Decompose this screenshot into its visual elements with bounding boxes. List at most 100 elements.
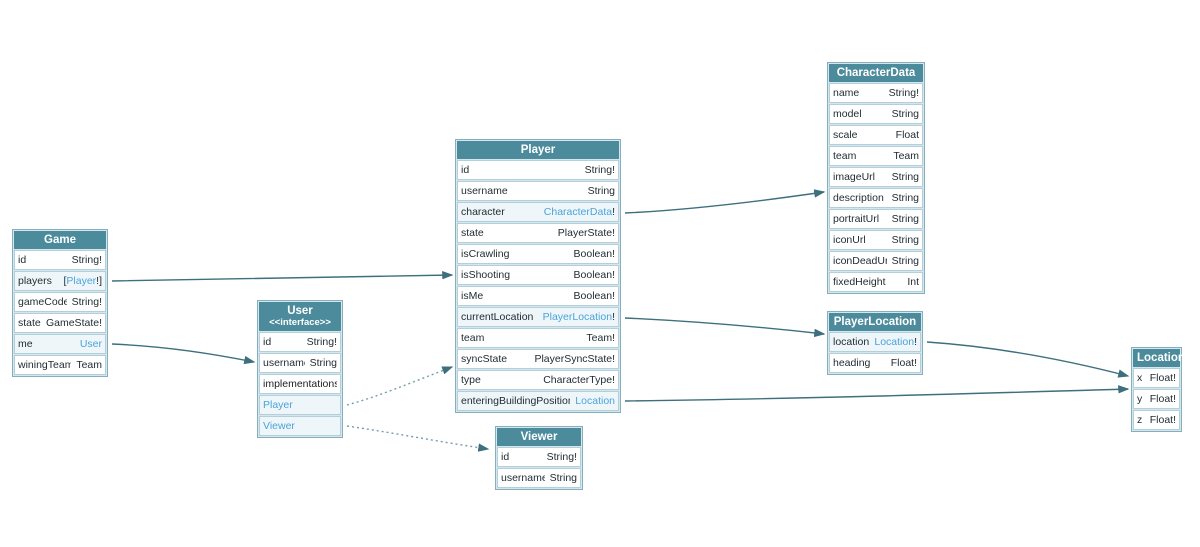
field-type-text: String [587,185,615,198]
field-type-link[interactable]: Location [874,336,915,349]
edge-player-character-to-characterdata [624,189,826,214]
field-name: x [1137,372,1143,385]
node-title[interactable]: Viewer [497,428,581,447]
node-title-text: Location [1137,352,1185,364]
field-type: String [892,213,919,225]
field-name: username [501,472,545,485]
field-type: String! [547,451,577,463]
field-type-text: Float! [890,357,917,370]
field-name: name [833,87,860,100]
field-name: portraitUrl [833,213,880,226]
node-stereotype: <<interface>> [269,317,331,329]
edge-user-viewer-implementation [346,425,490,452]
field-type-text: String [891,255,919,268]
field-type-text: String [309,357,337,370]
field-row-state[interactable]: state GameState! [14,313,106,334]
field-type-text: Boolean! [573,248,615,261]
field-row-implementations[interactable]: implementations [259,374,341,395]
field-type: User [80,338,102,350]
field-type: PlayerSyncState! [534,353,615,365]
field-row-viewer[interactable]: Viewer [259,416,341,437]
field-name: state [18,317,41,330]
field-row-currentlocation[interactable]: currentLocation PlayerLocation! [457,307,619,328]
field-type-text: ! [612,311,615,324]
field-name: state [461,227,484,240]
field-type-text: String [891,108,919,121]
field-type-text: PlayerSyncState! [534,353,615,366]
field-name: z [1137,414,1143,427]
field-type: Team! [586,332,615,344]
field-row-z[interactable]: z Float! [1133,410,1180,431]
field-type-link[interactable]: PlayerLocation [542,311,613,324]
field-type: String [892,192,919,204]
field-type-link[interactable]: Location [575,395,615,408]
field-row-player[interactable]: Player [259,395,341,416]
edge-playerlocation-location-to-location [926,341,1130,378]
node-title[interactable]: Player [457,141,619,160]
node-title[interactable]: CharacterData [829,64,923,83]
field-type-link[interactable]: Player [66,275,97,288]
field-name: y [1137,393,1143,406]
field-row-username[interactable]: username String [259,353,341,374]
node-title[interactable]: PlayerLocation [829,313,921,332]
field-name: description [833,192,884,205]
field-type: Float! [1150,414,1176,426]
field-row-description[interactable]: description String [829,188,923,209]
field-name[interactable]: Viewer [263,420,295,433]
field-type-text: String! [306,336,337,349]
node-title[interactable]: Game [14,231,106,250]
field-type-text: PlayerState! [557,227,615,240]
field-type-link[interactable]: CharacterData [543,206,613,219]
field-row-x[interactable]: x Float! [1133,368,1180,389]
field-name: currentLocation [461,311,534,324]
field-name: username [263,357,305,370]
field-type-text: GameState! [45,317,102,330]
field-name[interactable]: Player [263,399,293,412]
field-row-portraiturl[interactable]: portraitUrl String [829,209,923,230]
field-type-link[interactable]: User [79,338,102,351]
node-title[interactable]: Location [1133,349,1185,368]
field-type-text: String! [71,254,102,267]
node-title-text: CharacterData [836,67,916,79]
field-type: Float! [1150,372,1176,384]
field-row-state[interactable]: state PlayerState! [457,223,619,244]
edge-player-enteringbuildingposition-to-location [624,385,1130,402]
field-type: String! [72,254,102,266]
node-title[interactable]: User<<interface>> [259,302,341,332]
field-name: iconUrl [833,234,866,247]
field-name: type [461,374,481,387]
field-row-players[interactable]: players[Player!] [14,271,106,292]
